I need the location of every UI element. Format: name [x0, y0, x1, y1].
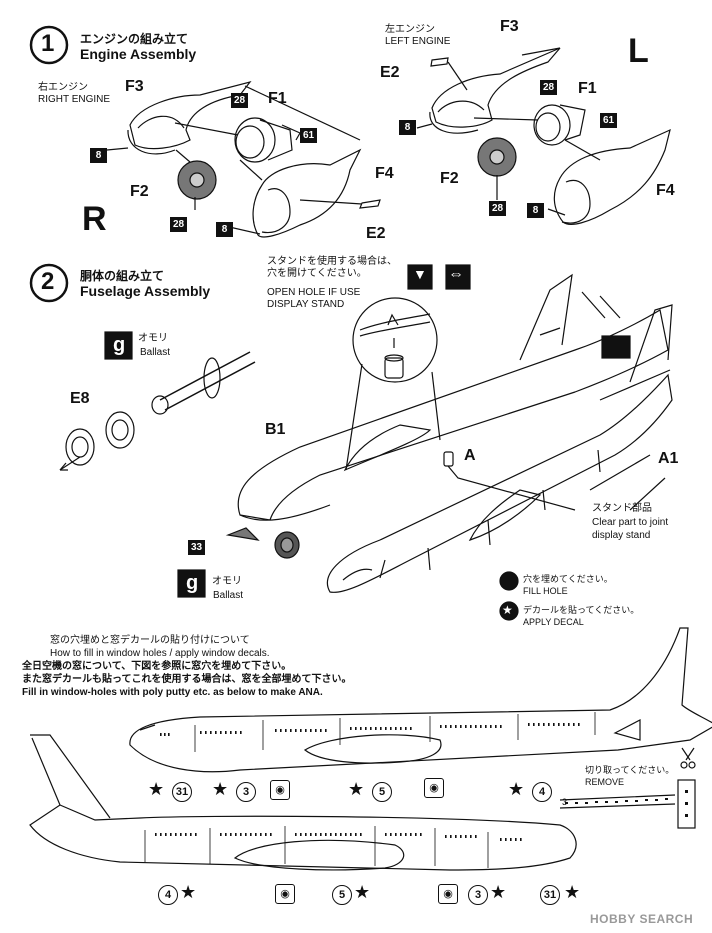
part-f2-left: F2 — [440, 170, 459, 187]
ballast-label-en-bottom: Ballast — [213, 590, 244, 601]
legend-fill-hole-en: FILL HOLE — [523, 586, 568, 596]
ballast-label-en-top: Ballast — [140, 347, 171, 358]
windows-note-3: 全日空機の窓について、下図を参照に窓穴を埋めて下さい。 — [22, 661, 292, 672]
watermark: HOBBY SEARCH — [590, 912, 694, 926]
decal-3-bottom: 3 — [468, 885, 488, 905]
badge-28-left-fan: 28 — [489, 201, 506, 216]
star-marker: ★ — [180, 882, 197, 902]
part-f3-left: F3 — [500, 18, 519, 35]
remove-label-jp: 切り取ってください。 — [585, 765, 675, 775]
decal-5-bottom: 5 — [332, 885, 352, 905]
step-1-title-jp: エンジンの組み立て — [80, 32, 189, 46]
left-engine-label-jp: 左エンジン — [385, 24, 435, 35]
right-engine-label-en: RIGHT ENGINE — [38, 94, 111, 105]
star-marker: ★ — [212, 779, 229, 799]
star-marker: ★ — [508, 779, 525, 799]
windows-note-4: また窓デカールも貼ってこれを使用する場合は、窓を全部埋めて下さい。 — [22, 674, 352, 685]
side-label-right: R — [82, 200, 107, 238]
part-e2-left: E2 — [380, 64, 400, 81]
star-marker: ★ — [354, 882, 371, 902]
star-marker: ★ — [490, 882, 507, 902]
fill-hole-marker: ◉ — [424, 778, 444, 798]
legend-apply-decal-en: APPLY DECAL — [523, 617, 584, 627]
ballast-icon-bottom: g — [186, 572, 199, 594]
step-2-number: 2 — [41, 268, 55, 295]
fill-hole-marker: ◉ — [270, 780, 290, 800]
drill-icon: ▼ — [413, 266, 427, 282]
step-2-title-jp: 胴体の組み立て — [80, 269, 165, 283]
badge-8-right-cowl: 8 — [90, 148, 107, 163]
fill-hole-marker: ◉ — [275, 884, 295, 904]
remove-label-en: REMOVE — [585, 777, 625, 787]
badge-61-left: 61 — [600, 113, 617, 128]
star-marker: ★ — [148, 779, 165, 799]
badge-61-right: 61 — [300, 128, 317, 143]
decal-5-top: 5 — [372, 782, 392, 802]
part-e8: E8 — [70, 390, 90, 407]
badge-28-left-f1: 28 — [540, 80, 557, 95]
part-f2-right: F2 — [130, 183, 149, 200]
small-decal-3: 3 — [562, 797, 568, 807]
badge-33: 33 — [188, 540, 205, 555]
badge-8-left-cowl: 8 — [399, 120, 416, 135]
part-a: A — [464, 447, 476, 464]
part-f4-right: F4 — [375, 165, 394, 182]
stand-part-jp: スタンド部品 — [592, 503, 652, 514]
part-b1: B1 — [265, 421, 286, 438]
stand-note-en-2: DISPLAY STAND — [267, 299, 345, 310]
side-label-left: L — [628, 32, 649, 70]
windows-note-1: 窓の穴埋めと窓デカールの貼り付けについて — [50, 635, 250, 646]
badge-28-right-f1: 28 — [231, 93, 248, 108]
stand-part-en-2: display stand — [592, 530, 651, 541]
stand-note-jp-1: スタンドを使用する場合は、 — [267, 256, 397, 267]
ballast-label-jp-top: オモリ — [138, 333, 168, 344]
badge-28-right-fan: 28 — [170, 217, 187, 232]
stand-note-jp-2: 穴を開けてください。 — [267, 268, 367, 279]
right-engine-label-jp: 右エンジン — [38, 82, 88, 93]
step-1-title-en: Engine Assembly — [80, 46, 197, 62]
legend-star-icon: ★ — [502, 603, 513, 617]
decal-4-bottom: 4 — [158, 885, 178, 905]
decal-4-top: 4 — [532, 782, 552, 802]
star-marker: ★ — [564, 882, 581, 902]
left-engine-label-en: LEFT ENGINE — [385, 36, 451, 47]
part-f1-left: F1 — [578, 80, 597, 97]
decal-31-bottom: 31 — [540, 885, 560, 905]
part-f3-right: F3 — [125, 78, 144, 95]
legend-fill-hole-jp: 穴を埋めてください。 — [523, 574, 613, 584]
star-marker: ★ — [348, 779, 365, 799]
step-2-title-en: Fuselage Assembly — [80, 283, 211, 299]
windows-note-5: Fill in window-holes with poly putty etc… — [22, 687, 323, 698]
fill-hole-marker: ◉ — [438, 884, 458, 904]
decal-3-top: 3 — [236, 782, 256, 802]
swap-arrows-icon: ⇔ — [448, 266, 464, 283]
stand-part-en-1: Clear part to joint — [592, 517, 669, 528]
ballast-label-jp-bottom: オモリ — [212, 576, 242, 587]
stand-note-en-1: OPEN HOLE IF USE — [267, 287, 361, 298]
decal-31-top: 31 — [172, 782, 192, 802]
part-f4-left: F4 — [656, 182, 675, 199]
part-a1: A1 — [658, 450, 679, 467]
windows-note-2: How to fill in window holes / apply wind… — [50, 648, 270, 659]
step-1-number: 1 — [41, 30, 55, 57]
badge-8-left-nacelle: 8 — [527, 203, 544, 218]
part-f1-right: F1 — [268, 90, 287, 107]
badge-8-right-nacelle: 8 — [216, 222, 233, 237]
ballast-icon-top: g — [113, 334, 126, 356]
part-e2-right: E2 — [366, 225, 386, 242]
legend-apply-decal-jp: デカールを貼ってください。 — [523, 605, 640, 615]
